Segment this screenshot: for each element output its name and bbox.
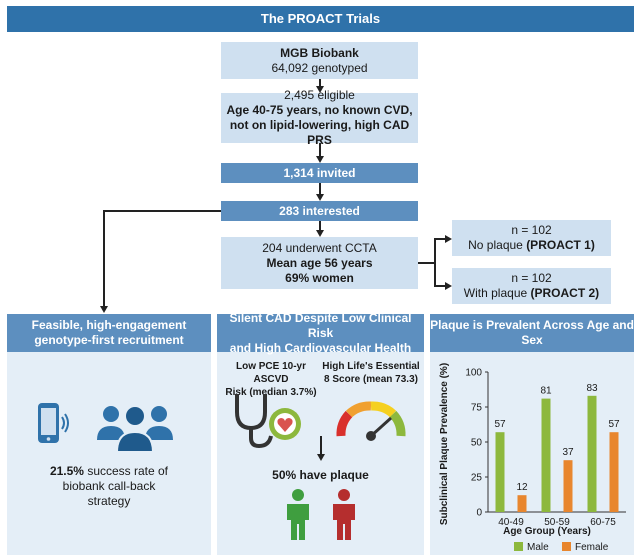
with-plaque-trial: (PROACT 2) (530, 286, 600, 300)
eligible-criteria-1: Age 40-75 years, no known CVD, (226, 103, 413, 117)
plaque-prevalence-chart: Subclinical Plaque Prevalence (%) Age Gr… (439, 363, 626, 553)
y-tick-label: 25 (471, 473, 483, 484)
bar-male (541, 398, 551, 512)
no-plaque-box: n = 102 No plaque (PROACT 1) (452, 220, 611, 256)
branch-left-v (103, 210, 105, 307)
page-title: The PROACT Trials (7, 6, 634, 32)
ccta-age: Mean age 56 years (266, 255, 373, 270)
arrow-no-plaque (445, 234, 452, 243)
biobank-count: 64,092 genotyped (271, 60, 368, 75)
no-plaque-n: n = 102 (511, 223, 552, 237)
connector-1 (319, 79, 321, 86)
split-h (418, 262, 434, 264)
split-top-h (434, 238, 445, 240)
x-tick-label: 50-59 (544, 517, 570, 528)
legend-swatch-female (562, 542, 571, 551)
arrow-4 (315, 230, 324, 237)
female-person-icon (333, 489, 355, 540)
legend-swatch-male (514, 542, 523, 551)
eligible-box: 2,495 eligible Age 40-75 years, no known… (221, 88, 418, 147)
gauge-icon (336, 401, 406, 441)
with-plaque-box: n = 102 With plaque (PROACT 2) (452, 268, 611, 304)
with-plaque-n: n = 102 (511, 271, 552, 285)
data-label: 57 (608, 419, 620, 430)
plaque-prevalence-panel: Plaque is Prevalent Across Age and Sex S… (430, 314, 634, 555)
arrow-with-plaque (445, 281, 452, 290)
ccta-women: 69% women (285, 270, 354, 285)
panel2-arrow-line (320, 436, 322, 454)
split-v (434, 238, 436, 286)
no-plaque-label: No plaque (468, 238, 523, 252)
bar-male (587, 395, 597, 512)
biobank-box: MGB Biobank 64,092 genotyped (221, 42, 418, 79)
stethoscope-heart-icon (235, 394, 301, 449)
plaque-prevalence-title: Plaque is Prevalent Across Age and Sex (430, 314, 634, 352)
biobank-title: MGB Biobank (280, 45, 359, 60)
connector-3 (319, 183, 321, 194)
arrow-left-panel (99, 306, 108, 313)
plaque-result: 50% have plaque (272, 468, 369, 482)
x-axis-label: Age Group (Years) (503, 526, 591, 537)
bar-male (495, 432, 505, 512)
y-tick-label: 75 (471, 403, 483, 414)
ccta-box: 204 underwent CCTA Mean age 56 years 69%… (221, 237, 418, 289)
branch-left-h (103, 210, 221, 212)
x-tick-label: 40-49 (498, 517, 524, 528)
legend-label-female: Female (575, 542, 609, 553)
data-label: 12 (516, 482, 528, 493)
invited-label: 1,314 invited (283, 165, 356, 180)
success-rate-value: 21.5% (49, 464, 84, 478)
invited-box: 1,314 invited (221, 163, 418, 183)
data-label: 57 (494, 419, 506, 430)
data-label: 37 (562, 447, 574, 458)
arrow-1 (315, 86, 324, 93)
interested-box: 283 interested (221, 201, 418, 221)
ccta-count: 204 underwent CCTA (262, 240, 377, 255)
arrow-2 (315, 156, 324, 163)
smartphone-icon (38, 403, 69, 443)
legend-label-male: Male (527, 542, 549, 553)
eligible-count: 2,495 eligible (284, 88, 355, 102)
split-bottom-h (434, 285, 445, 287)
arrow-3 (315, 194, 324, 201)
connector-2 (319, 143, 321, 156)
connector-4 (319, 221, 321, 230)
with-plaque-label: With plaque (463, 286, 528, 300)
interested-label: 283 interested (279, 203, 360, 218)
data-label: 83 (586, 383, 598, 394)
male-person-icon (287, 489, 309, 540)
x-tick-label: 60-75 (590, 517, 616, 528)
bar-female (609, 432, 619, 512)
people-group-icon (97, 405, 173, 452)
y-tick-label: 100 (465, 368, 482, 379)
eligible-criteria-2: not on lipid-lowering, high CAD PRS (229, 118, 410, 147)
bar-female (563, 460, 573, 512)
y-axis-label: Subclinical Plaque Prevalence (%) (439, 363, 450, 525)
panel2-arrow (316, 454, 325, 461)
y-tick-label: 0 (476, 508, 482, 519)
y-tick-label: 50 (471, 438, 483, 449)
bar-female (517, 495, 527, 512)
no-plaque-trial: (PROACT 1) (526, 238, 595, 252)
data-label: 81 (540, 386, 552, 397)
success-rate-text: 21.5% success rate of biobank call-back … (49, 464, 169, 508)
